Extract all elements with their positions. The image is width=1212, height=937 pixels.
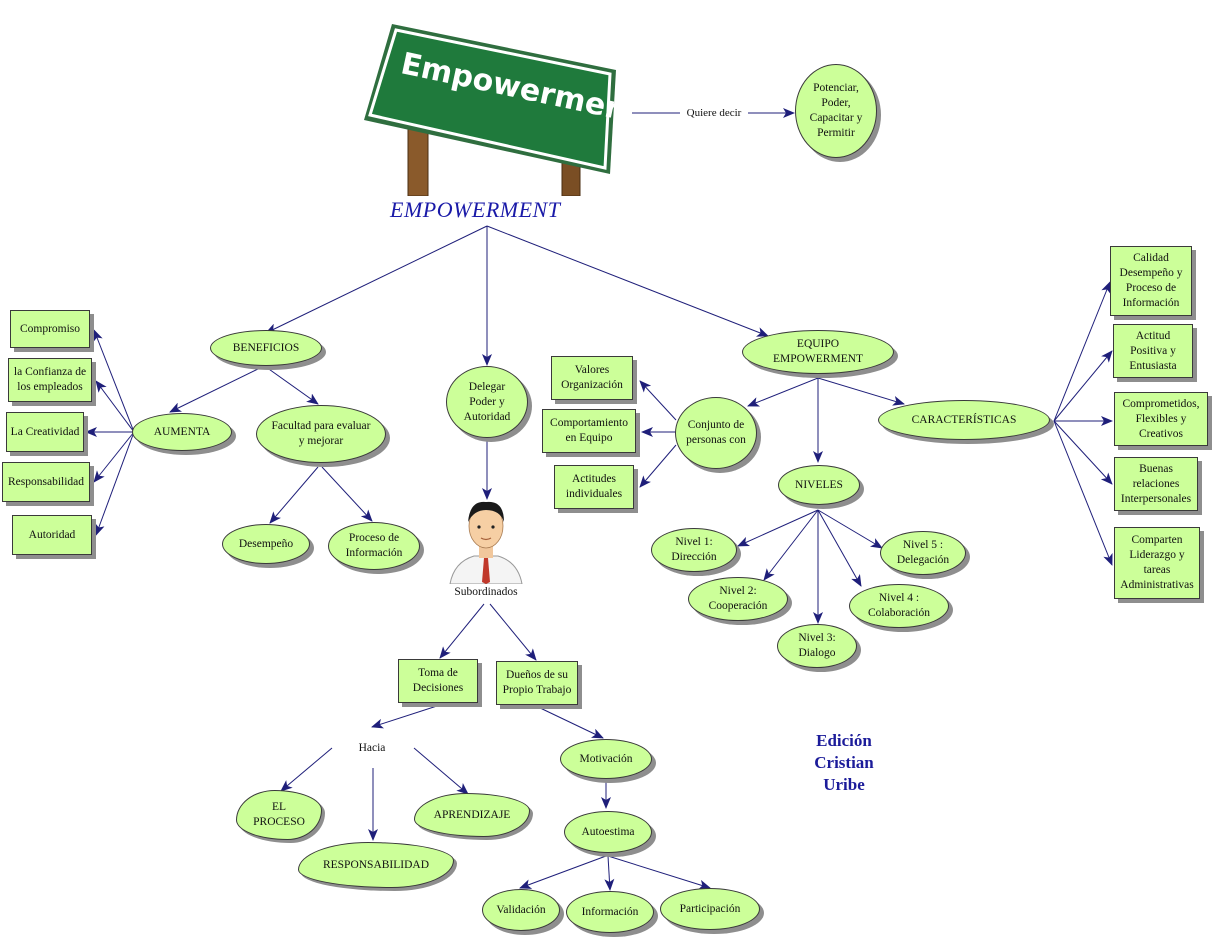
arrow-to-duenos [489, 603, 537, 661]
conjunto-node: Conjunto de personas con [675, 397, 757, 469]
proceso-informacion-node: Proceso de Información [328, 522, 420, 570]
nivel5-node: Nivel 5 : Delegación [880, 531, 966, 575]
duenos-trabajo-box: Dueños de su Propio Trabajo [496, 661, 578, 705]
autoridad-box: Autoridad [12, 515, 92, 555]
creatividad-box: La Creatividad [6, 412, 84, 452]
arrow-to-facultad [265, 366, 319, 405]
comportamiento-box: Comportamiento en Equipo [542, 409, 636, 453]
participacion-node: Participación [660, 888, 760, 930]
arrow-to-validacion [519, 855, 607, 889]
arrow-to-nivel4 [817, 509, 862, 587]
arrow-to-caracteristicas [817, 377, 905, 406]
arrow-to-actitudes [639, 444, 677, 488]
subordinado-person-illustration [449, 501, 523, 584]
arrow-to-equipo [486, 225, 769, 337]
subordinados-label: Subordinados [454, 585, 518, 598]
link-label-quiere-decir: Quiere decir [680, 105, 748, 121]
calidad-box: Calidad Desempeño y Proceso de Informaci… [1110, 246, 1192, 316]
definition-node: Potenciar, Poder, Capacitar y Permitir [795, 64, 877, 158]
actitudes-box: Actitudes individuales [554, 465, 634, 509]
arrow-to-participacion [607, 855, 711, 890]
responsabilidad-cloud: RESPONSABILIDAD [298, 842, 454, 888]
informacion-node: Información [566, 891, 654, 933]
motivacion-node: Motivación [560, 739, 652, 779]
arrow-to-el-proceso [280, 747, 333, 792]
niveles-node: NIVELES [778, 465, 860, 505]
nivel1-node: Nivel 1: Dirección [651, 528, 737, 572]
credit-line-1: Edición [816, 731, 872, 750]
arrow-to-hacia [371, 704, 441, 729]
nivel3-node: Nivel 3: Dialogo [777, 624, 857, 668]
arrow-to-nivel1 [737, 509, 819, 547]
comparten-box: Comparten Liderazgo y tareas Administrat… [1114, 527, 1200, 599]
arrow-to-proceso-info [321, 466, 373, 522]
beneficios-node: BENEFICIOS [210, 330, 322, 366]
nivel2-node: Nivel 2: Cooperación [688, 577, 788, 621]
autoestima-node: Autoestima [564, 811, 652, 853]
arrow-to-autoridad [95, 431, 135, 536]
toma-decisiones-box: Toma de Decisiones [398, 659, 478, 703]
arrow-to-responsabilidad [93, 431, 135, 483]
arrow-to-aumenta [169, 366, 263, 413]
caracteristicas-node: CARACTERÍSTICAS [878, 400, 1050, 440]
aumenta-node: AUMENTA [132, 413, 232, 451]
arrow-to-valores [639, 380, 677, 421]
delegar-node: Delegar Poder y Autoridad [446, 366, 528, 438]
arrow-to-compromiso [93, 329, 135, 433]
hacia-label: Hacia [358, 741, 386, 754]
arrow-to-confianza [95, 380, 135, 433]
empowerment-road-sign: Empowerment [364, 24, 618, 196]
validacion-node: Validación [482, 889, 560, 931]
arrow-to-nivel5 [817, 509, 883, 549]
arrow-to-desempeno [269, 466, 319, 524]
arrow-to-informacion [604, 855, 615, 891]
arrow-to-comparten [1053, 420, 1113, 566]
aprendizaje-cloud: APRENDIZAJE [414, 793, 530, 837]
el-proceso-cloud: EL PROCESO [236, 790, 322, 840]
credit: Edición Cristian Uribe [800, 730, 888, 796]
compromiso-box: Compromiso [10, 310, 90, 348]
arrow-to-aprendizaje [413, 747, 469, 795]
actitud-box: Actitud Positiva y Entusiasta [1113, 324, 1193, 378]
nivel4-node: Nivel 4 : Colaboración [849, 584, 949, 628]
desempeno-node: Desempeño [222, 524, 310, 564]
facultad-node: Facultad para evaluar y mejorar [256, 405, 386, 463]
equipo-node: EQUIPO EMPOWERMENT [742, 330, 894, 374]
arrow-to-beneficios [265, 225, 488, 334]
credit-line-3: Uribe [823, 775, 865, 794]
arrow-to-toma [439, 603, 485, 659]
responsabilidad-box: Responsabilidad [2, 462, 90, 502]
page-title: EMPOWERMENT [390, 197, 561, 222]
arrow-to-actitud [1053, 350, 1113, 422]
confianza-box: la Confianza de los empleados [8, 358, 92, 402]
credit-line-2: Cristian [814, 753, 874, 772]
arrow-to-nivel2 [763, 509, 819, 581]
buenas-relaciones-box: Buenas relaciones Interpersonales [1114, 457, 1198, 511]
valores-box: Valores Organización [551, 356, 633, 400]
comprometidos-box: Comprometidos, Flexibles y Creativos [1114, 392, 1208, 446]
arrow-to-conjunto [747, 377, 819, 407]
arrow-to-calidad [1053, 281, 1111, 422]
arrow-to-buenas [1053, 420, 1113, 485]
arrow-to-motivacion [535, 705, 604, 739]
